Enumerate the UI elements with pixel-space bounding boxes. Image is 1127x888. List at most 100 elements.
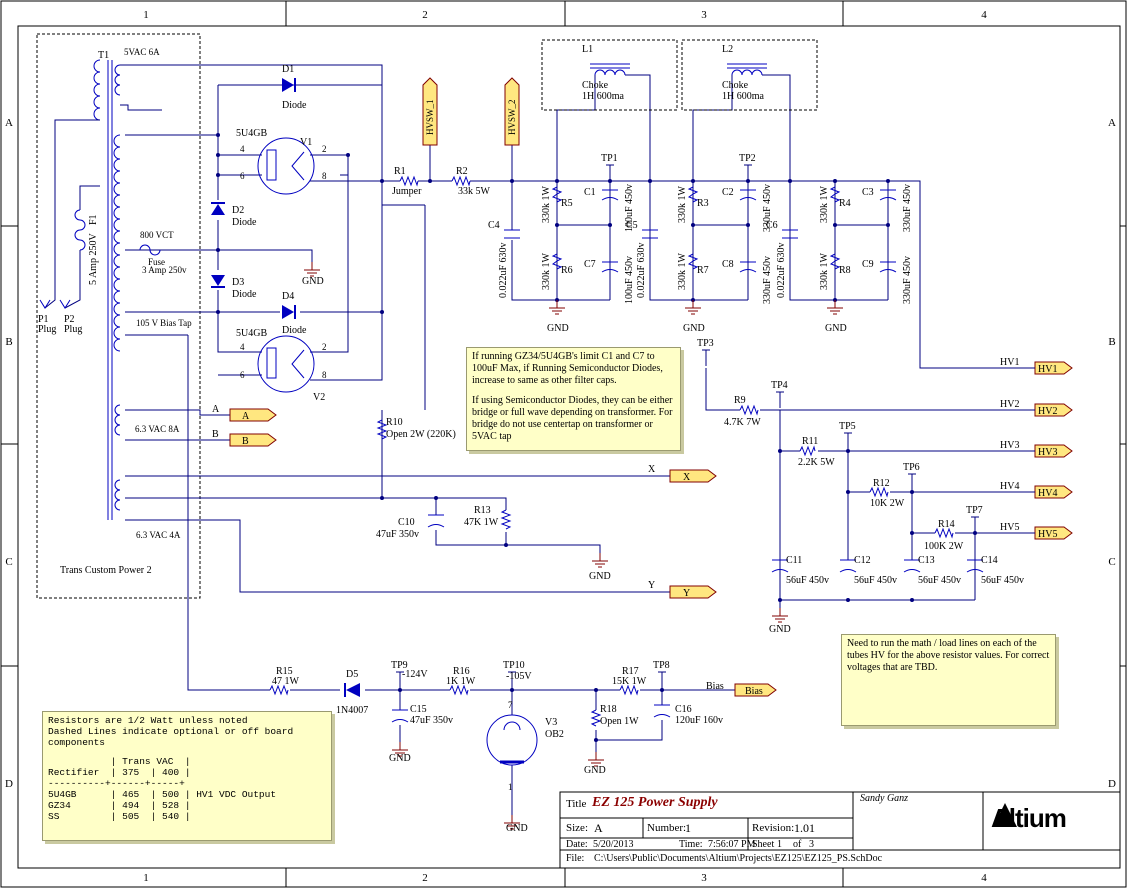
row-label-c-right: C <box>1108 556 1115 568</box>
fuse-f1 <box>74 209 86 251</box>
resistor-r15 <box>269 684 289 696</box>
note-rectifier: If running GZ34/5U4GB's limit C1 and C7 … <box>466 347 681 451</box>
resistor-r7-val: 330k 1W <box>677 253 688 291</box>
resistor-r4-ref: R4 <box>839 198 851 209</box>
port-hvsw1-label: HVSW_1 <box>425 100 435 136</box>
capacitor-c14 <box>966 559 984 573</box>
port-hv1 <box>1034 361 1073 375</box>
altium-logo-mark <box>993 803 1017 827</box>
date-value: 5/20/2013 <box>593 839 634 850</box>
resistor-r13 <box>500 509 512 530</box>
net-hv5: HV5 <box>1000 522 1019 533</box>
file-label: File: <box>566 853 585 864</box>
size-value: A <box>594 821 603 835</box>
l2-val: 1H 600ma <box>722 91 765 102</box>
r12-ref: R12 <box>873 478 890 489</box>
resistor-r2 <box>451 175 471 187</box>
resistor-r9 <box>739 404 759 416</box>
row-label-c: C <box>5 556 12 568</box>
capacitor-c5 <box>642 229 658 239</box>
revision-value: 1.01 <box>794 821 815 835</box>
transformer-ref: T1 <box>98 50 109 61</box>
v1-type: 5U4GB <box>236 128 267 139</box>
col-label-1: 1 <box>143 9 149 21</box>
transformer-box-label: Trans Custom Power 2 <box>60 565 152 576</box>
testpoint-tp1-label: TP1 <box>601 153 618 164</box>
number-label: Number: <box>647 822 687 834</box>
capacitor-c2-ref: C2 <box>722 187 734 198</box>
testpoint-tp8-label: TP8 <box>653 660 670 671</box>
resistor-r6-val: 330k 1W <box>541 253 552 291</box>
w2-label: 800 VCT <box>140 230 174 240</box>
diode-d4 <box>282 305 296 319</box>
v2-pin8: 8 <box>322 370 327 380</box>
resistor-r8-val: 330k 1W <box>819 253 830 291</box>
gnd-label-2: GND <box>547 323 569 334</box>
net-x: X <box>648 464 656 475</box>
choke-l2-box <box>681 39 818 111</box>
resistor-r4 <box>829 186 841 203</box>
w4-label: 6.3 VAC 8A <box>135 424 180 434</box>
l1-ref: L1 <box>582 44 593 55</box>
l1-name: Choke <box>582 80 609 91</box>
port-hv2 <box>1034 403 1073 417</box>
r18-val: Open 1W <box>600 716 639 727</box>
capacitor-c6 <box>782 229 798 239</box>
resistor-r16 <box>449 684 469 696</box>
diode-d5 <box>344 683 360 697</box>
d5-ref: D5 <box>346 669 358 680</box>
note-rectifier-p2: If using Semiconductor Diodes, they can … <box>472 395 673 442</box>
p1-ref: P1 <box>38 314 49 325</box>
testpoint-tp2-label: TP2 <box>739 153 756 164</box>
resistor-r3-ref: R3 <box>697 198 709 209</box>
resistor-r5-ref: R5 <box>561 198 573 209</box>
fuse-f1-val: 5 Amp 250V <box>88 233 99 285</box>
testpoint-tp6-label: TP6 <box>903 462 920 473</box>
revision-label: Revision: <box>752 822 795 834</box>
port-hvsw1 <box>422 77 438 146</box>
col-label-3-bottom: 3 <box>701 872 707 884</box>
port-b <box>229 433 277 447</box>
v3-type: OB2 <box>545 729 564 740</box>
port-hv5 <box>1034 526 1073 540</box>
v2-pin4: 4 <box>240 342 245 352</box>
r1-val: Jumper <box>392 186 422 197</box>
port-a <box>229 408 277 422</box>
port-hvsw2-label: HVSW_2 <box>507 100 517 136</box>
port-hv5-label: HV5 <box>1038 529 1057 540</box>
note-rectifier-p1: If running GZ34/5U4GB's limit C1 and C7 … <box>472 351 663 386</box>
time-value: 7:56:07 PM <box>708 839 756 850</box>
of-value: 3 <box>809 839 814 850</box>
capacitor-c9-val: 330uF 450v <box>902 256 913 304</box>
resistor-r1 <box>399 175 419 187</box>
capacitor-c2-val: 330uF 450v <box>762 184 773 232</box>
note-legend-line2: Dashed Lines indicate optional or off bo… <box>48 726 299 748</box>
gnd-label-8: GND <box>584 765 606 776</box>
capacitor-c13 <box>903 559 921 573</box>
altium-logo-text: Altium <box>991 803 1067 833</box>
number-value: 1 <box>685 821 691 835</box>
port-hvsw2 <box>504 77 520 146</box>
w3-label: 105 V Bias Tap <box>136 318 192 328</box>
r9-val: 4.7K 7W <box>724 417 761 428</box>
c16-ref: C16 <box>675 704 692 715</box>
time-label: Time: <box>679 839 703 850</box>
note-load-lines-text: Need to run the math / load lines on eac… <box>847 638 1050 673</box>
r12-val: 10K 2W <box>870 498 905 509</box>
tube-v1 <box>257 137 315 195</box>
testpoint-tp4-label: TP4 <box>771 380 788 391</box>
plug-p1 <box>39 299 51 309</box>
port-hv3-label: HV3 <box>1038 447 1057 458</box>
d4-val: Diode <box>282 325 307 336</box>
r15-ref: R15 <box>276 666 293 677</box>
capacitor-c9 <box>879 261 897 273</box>
d2-ref: D2 <box>232 205 244 216</box>
capacitor-c10 <box>427 514 445 528</box>
capacitor-c14-val: 56uF 450v <box>981 575 1024 586</box>
capacitor-c1 <box>601 189 619 201</box>
resistor-r8-ref: R8 <box>839 265 851 276</box>
capacitor-c6-ref: C6 <box>766 220 778 231</box>
